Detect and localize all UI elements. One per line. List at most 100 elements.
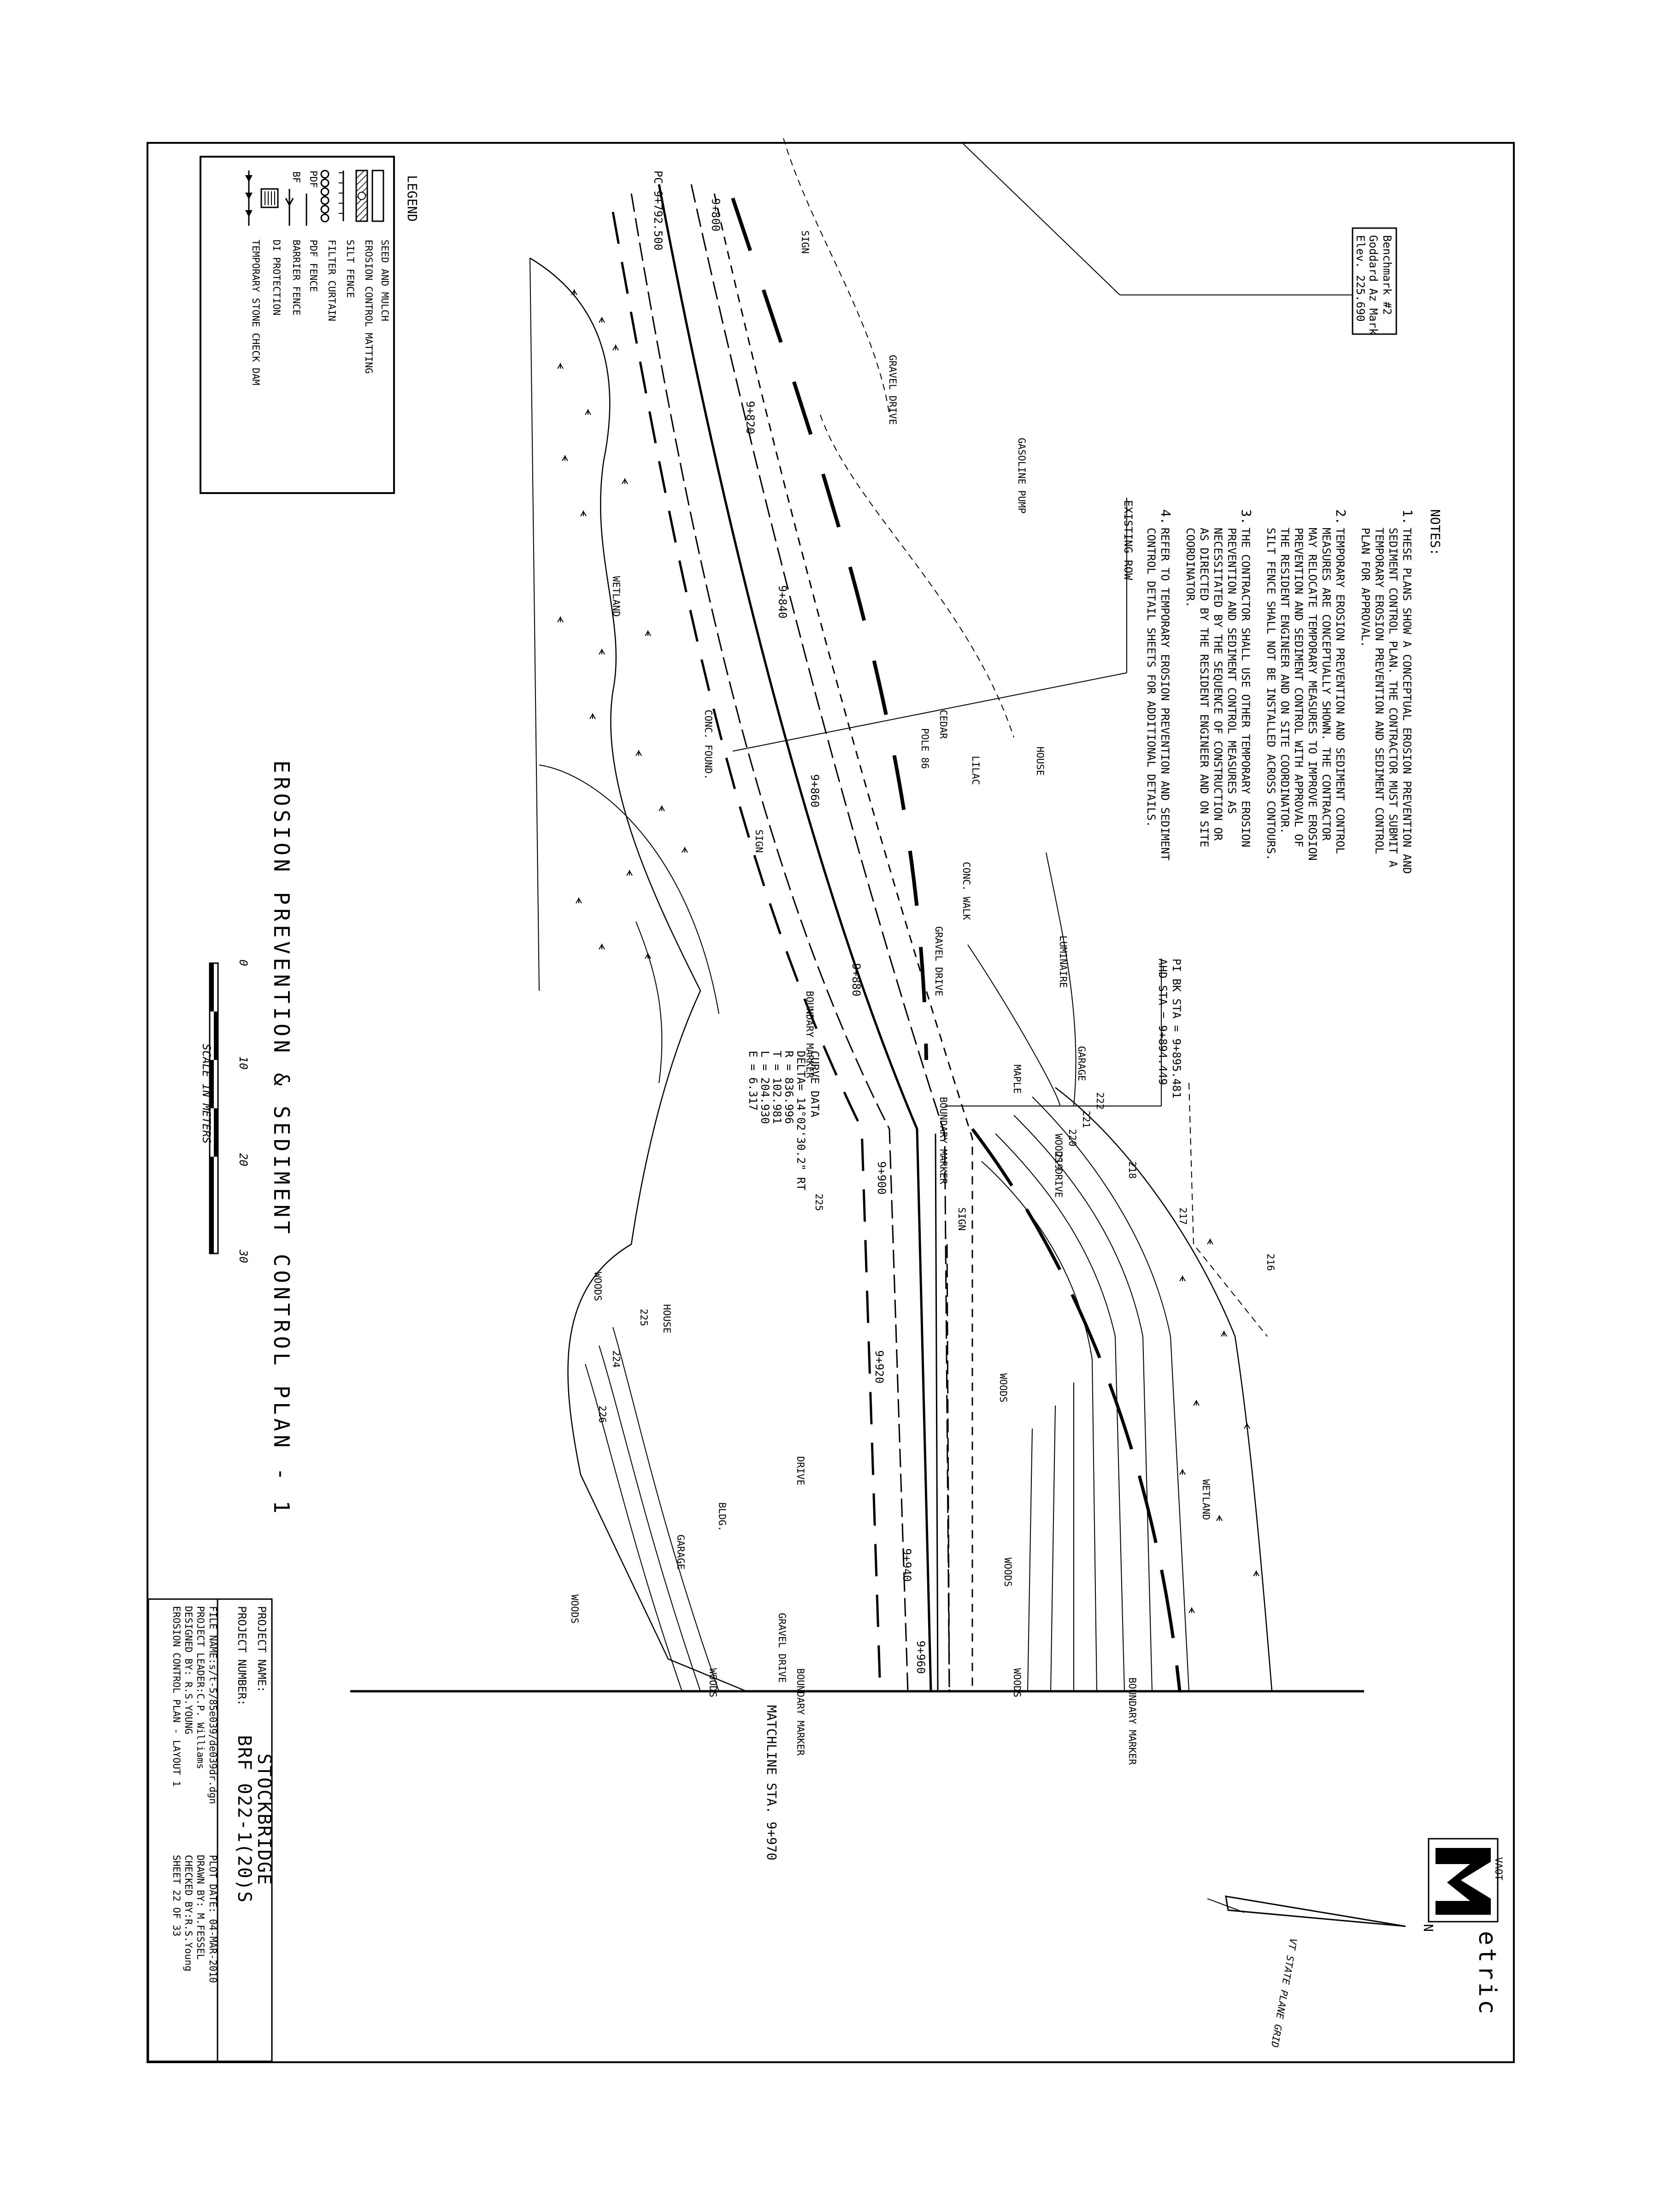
- benchmark-line-1: Benchmark #2: [1381, 235, 1394, 315]
- pc-station-label: PC 9+792.500: [652, 171, 665, 250]
- station-label: 9+900: [875, 1161, 888, 1194]
- contour-label: 218: [1127, 1161, 1138, 1179]
- legend-label: SEED AND MULCH: [379, 240, 390, 321]
- legend-code: BF: [291, 171, 302, 183]
- curve-data-line: E = 6.317: [747, 1051, 759, 1111]
- feature-label: CONC. FOUND.: [703, 710, 714, 780]
- wetland-symbol: [1188, 1607, 1195, 1613]
- contour-label: 221: [1081, 1111, 1092, 1128]
- feature-label: SIGN: [956, 1207, 967, 1231]
- wetland-symbol: [571, 289, 577, 295]
- sheet-title: EROSION CONTROL PLAN - LAYOUT 1: [171, 1606, 182, 1787]
- road-alignment: [529, 138, 1273, 1692]
- feature-label: GARAGE: [1076, 1046, 1087, 1081]
- north-label: VT STATE PLANE GRID: [1269, 1937, 1299, 2048]
- feature-label: GRAVEL DRIVE: [777, 1613, 788, 1683]
- legend-item-di-box: DI PROTECTION: [260, 188, 282, 315]
- notes-title: NOTES:: [1428, 509, 1443, 556]
- legend-label: PDF FENCE: [308, 240, 319, 292]
- contour-label: 224: [611, 1350, 622, 1368]
- curve-data-line: DELTA= 14°02'30.2" RT: [794, 1051, 807, 1190]
- feature-label: WETLAND: [611, 576, 622, 617]
- legend-label: EROSION CONTROL MATTING: [363, 240, 374, 374]
- note-line: PLAN FOR APPROVAL.: [1359, 528, 1372, 647]
- curve-data-title: CURVE DATA: [808, 1051, 821, 1118]
- contour-label: 222: [1094, 1092, 1106, 1110]
- project-number: BRF 022-1(20)S: [234, 1735, 255, 1903]
- feature-label: WOODS DRIVE: [1053, 1134, 1064, 1198]
- logo-word: etric: [1473, 1931, 1501, 2017]
- station-label: 9+820: [744, 401, 757, 434]
- benchmark-line-2: Goddard Az Mark: [1367, 235, 1380, 335]
- wetland-symbol: [599, 649, 605, 655]
- wetland-symbol: [1221, 1331, 1227, 1337]
- wetland-symbol: [562, 455, 568, 461]
- feature-label: CONC. WALK: [961, 862, 972, 920]
- pi-leader: [945, 959, 1162, 1106]
- curve-data-line: T = 102.981: [771, 1051, 783, 1124]
- feature-label: POLE 86: [919, 728, 930, 769]
- station-label: 9+920: [873, 1350, 886, 1383]
- wetland-symbol: [626, 870, 633, 876]
- note-line: TEMPORARY EROSION PREVENTION AND SEDIMEN…: [1373, 528, 1386, 854]
- contour-label: 225: [813, 1194, 824, 1211]
- barrier-fence-line: [935, 1133, 950, 1692]
- note-line: AS DIRECTED BY THE RESIDENT ENGINEER AND…: [1198, 528, 1211, 847]
- note-line: COORDINATOR.: [1184, 528, 1197, 607]
- wetland-symbol: [585, 409, 591, 415]
- benchmark-box: Benchmark #2 Goddard Az Mark Elev. 225.6…: [1352, 227, 1397, 335]
- station-label: 9+960: [914, 1641, 927, 1674]
- feature-label: BOUNDARY MARKER: [1127, 1677, 1138, 1765]
- feature-label: GRAVEL DRIVE: [933, 926, 944, 996]
- project-leader: PROJECT LEADER:C.P. Williams: [195, 1606, 206, 1769]
- feature-label: WETLAND: [1200, 1479, 1212, 1520]
- curve-data-line: R = 836.996: [782, 1051, 795, 1124]
- feature-label: BLDG.: [717, 1502, 728, 1531]
- scale-caption: SCALE IN METERS: [200, 1044, 213, 1144]
- note-line: REFER TO TEMPORARY EROSION PREVENTION AN…: [1159, 528, 1171, 860]
- project-name-label: PROJECT NAME:: [255, 1606, 268, 1693]
- wetland-symbol: [1179, 1469, 1186, 1475]
- note-number: 1.: [1400, 509, 1415, 525]
- feature-label: WOODS: [998, 1373, 1009, 1402]
- feature-label: BOUNDARY MARKER: [938, 1097, 949, 1184]
- feature-label: WOODS: [592, 1272, 603, 1301]
- note-line: THE CONTRACTOR SHALL USE OTHER TEMPORARY…: [1239, 528, 1252, 847]
- notes-block: NOTES: 1. THESE PLANS SHOW A CONCEPTUAL E…: [1145, 509, 1443, 874]
- wetland-symbol: [1179, 1276, 1186, 1282]
- note-line: PREVENTION AND SEDIMENT CONTROL MEASURES…: [1225, 528, 1238, 814]
- feature-label: WOODS: [1002, 1558, 1013, 1587]
- legend-code: PDF: [308, 171, 319, 188]
- wetland-symbol: [580, 511, 587, 517]
- legend-label: TEMPORARY STONE CHECK DAM: [250, 240, 261, 385]
- map-labels: 9+8009+8209+8409+8609+8809+9009+9209+940…: [557, 171, 1276, 1765]
- note-line: THESE PLANS SHOW A CONCEPTUAL EROSION PR…: [1400, 528, 1413, 874]
- wetland-symbol: [589, 713, 596, 719]
- note-number: 4.: [1158, 509, 1173, 525]
- note-line: NECESSITATED BY THE SEQUENCE OF CONSTRUC…: [1212, 528, 1224, 841]
- contour-label: 219: [1053, 1152, 1064, 1170]
- note-line: SEDIMENT CONTROL PLAN. THE CONTRACTOR MU…: [1387, 528, 1400, 867]
- station-label: 9+940: [900, 1548, 913, 1582]
- legend-item-pdf-line: PDF PDF FENCE: [306, 171, 319, 292]
- note-line: TEMPORARY EROSION PREVENTION AND SEDIMEN…: [1334, 528, 1347, 854]
- feature-label: WOODS: [707, 1668, 718, 1697]
- contour-label: 226: [597, 1406, 608, 1423]
- legend-item-silt-fence: SILT FENCE: [339, 171, 356, 298]
- station-label: 9+880: [850, 963, 863, 996]
- legend-label: SILT FENCE: [345, 240, 356, 298]
- title-block: PROJECT NAME: STOCKBRIDGE PROJECT NUMBER…: [147, 1598, 275, 2062]
- wetland-symbol: [599, 944, 605, 950]
- drawn-by: DRAWN BY: M.FESSEL: [195, 1855, 206, 1960]
- note-line: THE RESIDENT ENGINEER AND ON SITE COORDI…: [1278, 528, 1291, 834]
- note-line: SILT FENCE SHALL NOT BE INSTALLED ACROSS…: [1265, 528, 1277, 860]
- scale-tick-label: 0: [237, 959, 250, 966]
- vaot-metric-logo: VAOT etric: [1428, 1838, 1504, 2017]
- project-name: STOCKBRIDGE: [253, 1753, 275, 1886]
- pi-station-label: PI BK STA = 9+895.481: [1170, 959, 1183, 1098]
- legend-item-arrow-line: TEMPORARY STONE CHECK DAM: [245, 171, 261, 385]
- wetland-symbol: [645, 953, 651, 959]
- feature-label: BOUNDARY MARKER: [795, 1668, 806, 1756]
